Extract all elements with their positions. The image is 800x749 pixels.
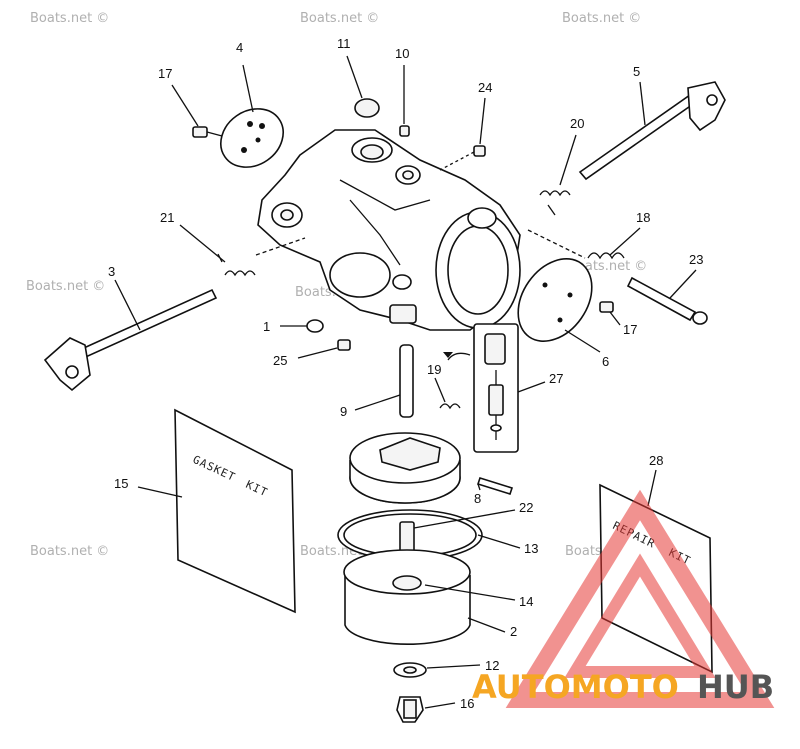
callout-11: 11	[337, 36, 351, 51]
part-17-screw-bottom	[599, 301, 621, 326]
part-1-washer	[280, 319, 324, 333]
callout-15: 15	[114, 476, 128, 491]
callout-10: 10	[395, 46, 409, 61]
callout-19: 19	[427, 362, 441, 377]
watermark: Boats.net ©	[562, 11, 641, 26]
callout-6: 6	[602, 354, 609, 369]
part-6-cover-plate	[517, 258, 601, 353]
callout-27: 27	[549, 371, 563, 386]
part-23-mixture-screw	[626, 269, 708, 325]
callout-9: 9	[340, 404, 347, 419]
carburetor-body	[257, 129, 521, 331]
part-21-spring	[179, 224, 306, 277]
callout-2: 2	[510, 624, 517, 639]
part-2-float-bowl	[343, 549, 506, 646]
part-8-hinge-pin	[476, 477, 514, 495]
part-24-screw	[439, 97, 486, 171]
watermark: Boats.net ©	[300, 11, 379, 26]
logo-text-hub: HUB	[697, 668, 774, 706]
callout-13: 13	[524, 541, 538, 556]
callout-5: 5	[633, 64, 640, 79]
part-14-washer	[424, 584, 516, 601]
part-20-spring	[539, 134, 577, 216]
part-28-repair-kit: REPAIR KIT	[599, 469, 713, 674]
part-float	[349, 432, 461, 504]
part-12-drain-washer	[393, 662, 481, 678]
callout-18: 18	[636, 210, 650, 225]
part-27-needle-valve-kit	[443, 323, 546, 453]
callout-labels: 4 11 10 17 24 5 20 21 18 3 23 1 17 25 6 …	[108, 36, 703, 711]
callout-16: 16	[460, 696, 474, 711]
watermark: Boats.net ©	[30, 544, 109, 559]
part-18-spring	[527, 227, 641, 260]
callout-17-bottom: 17	[623, 322, 637, 337]
callout-28: 28	[649, 453, 663, 468]
callout-24: 24	[478, 80, 492, 95]
callout-3: 3	[108, 264, 115, 279]
part-3-choke-shaft	[43, 279, 218, 392]
callout-17-top: 17	[158, 66, 172, 81]
part-4-cover-plate	[220, 64, 284, 168]
part-16-drain-bolt	[396, 696, 456, 723]
watermark: Boats.net ©	[26, 279, 105, 294]
callout-25: 25	[273, 353, 287, 368]
part-19-spring	[434, 377, 461, 410]
callout-8: 8	[474, 491, 481, 506]
callout-1: 1	[263, 319, 270, 334]
logo-text-automoto: AUTOMOTO	[472, 668, 679, 706]
callout-12: 12	[485, 658, 499, 673]
part-5-throttle-shaft	[578, 81, 726, 181]
callout-20: 20	[570, 116, 584, 131]
automotohub-logo: AUTOMOTO HUB	[472, 489, 775, 708]
watermark: Boats.net ©	[30, 11, 109, 26]
part-11-plug	[346, 55, 380, 118]
part-10-jet	[399, 65, 410, 137]
callout-21: 21	[160, 210, 174, 225]
part-17-screw-top	[171, 84, 223, 138]
part-9-float-pin	[354, 344, 414, 418]
callout-23: 23	[689, 252, 703, 267]
part-25-screw	[297, 339, 351, 359]
callout-4: 4	[236, 40, 243, 55]
part-15-gasket-kit: GASKET KIT	[137, 408, 296, 614]
callout-22: 22	[519, 500, 533, 515]
callout-14: 14	[519, 594, 533, 609]
